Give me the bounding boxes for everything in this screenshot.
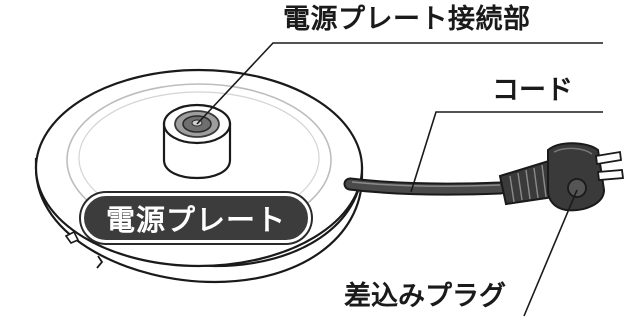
- plug: [498, 142, 625, 212]
- leader-plug: [523, 189, 578, 317]
- power-plate-notch-bottom: [96, 255, 104, 269]
- connector-post: [162, 103, 232, 180]
- label-cord: コード: [492, 75, 573, 106]
- cord: [343, 173, 539, 196]
- leader-lines: [196, 42, 603, 317]
- label-plug: 差込みプラグ: [344, 281, 506, 312]
- power-plate-badge: 電源プレート: [81, 193, 311, 243]
- leader-cord: [410, 111, 603, 193]
- power-plate-notch-left: [64, 230, 80, 244]
- leader-connector: [196, 42, 603, 125]
- label-plate-connector: 電源プレート接続部: [283, 4, 531, 35]
- label-power-plate: 電源プレート: [105, 203, 286, 237]
